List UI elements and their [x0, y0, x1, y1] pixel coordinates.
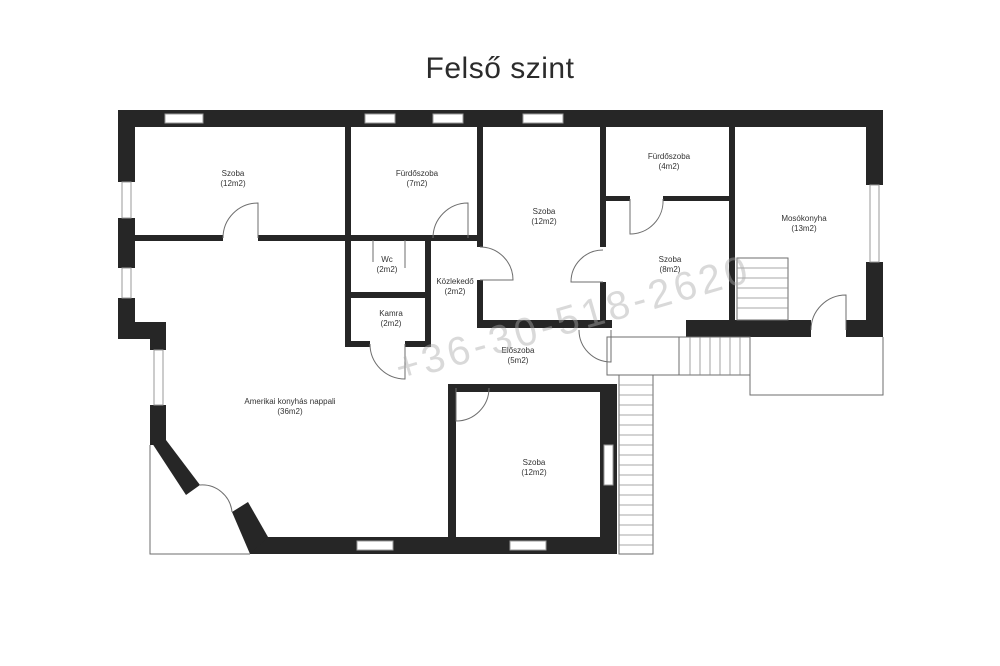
- outline-lines: [149, 257, 884, 555]
- interior-walls: [135, 127, 735, 347]
- room-name-furdoszoba-1: Fürdőszoba: [396, 169, 439, 178]
- room-name-szoba-4: Szoba: [523, 458, 546, 467]
- room-area-furdoszoba-1: (7m2): [407, 179, 428, 188]
- room-name-kamra: Kamra: [379, 309, 403, 318]
- room-name-kozlekedo: Közlekedő: [436, 277, 474, 286]
- room-area-kamra: (2m2): [381, 319, 402, 328]
- room-labels: Szoba (12m2) Fürdőszoba (7m2) Szoba (12m…: [220, 152, 827, 477]
- windows: [121, 113, 880, 551]
- room-name-szoba-1: Szoba: [222, 169, 245, 178]
- room-area-szoba-2: (12m2): [531, 217, 557, 226]
- room-area-wc: (2m2): [377, 265, 398, 274]
- room-name-nappali: Amerikai konyhás nappali: [244, 397, 335, 406]
- room-name-eloszoba: Előszoba: [502, 346, 535, 355]
- door-swings: [199, 198, 847, 513]
- room-area-szoba-4: (12m2): [521, 468, 547, 477]
- plan-title: Felső szint: [425, 52, 575, 85]
- room-name-mosokonyha: Mosókonyha: [781, 214, 827, 223]
- room-area-eloszoba: (5m2): [508, 356, 529, 365]
- room-name-szoba-2: Szoba: [533, 207, 556, 216]
- room-name-szoba-3: Szoba: [659, 255, 682, 264]
- room-name-furdoszoba-2: Fürdőszoba: [648, 152, 691, 161]
- room-area-nappali: (36m2): [277, 407, 303, 416]
- room-area-szoba-1: (12m2): [220, 179, 246, 188]
- room-name-wc: Wc: [381, 255, 393, 264]
- room-area-kozlekedo: (2m2): [445, 287, 466, 296]
- room-area-mosokonyha: (13m2): [791, 224, 817, 233]
- room-area-szoba-3: (8m2): [660, 265, 681, 274]
- stair-treads: [619, 267, 788, 546]
- phone-watermark: +36-30-518-2620: [390, 247, 756, 391]
- room-area-furdoszoba-2: (4m2): [659, 162, 680, 171]
